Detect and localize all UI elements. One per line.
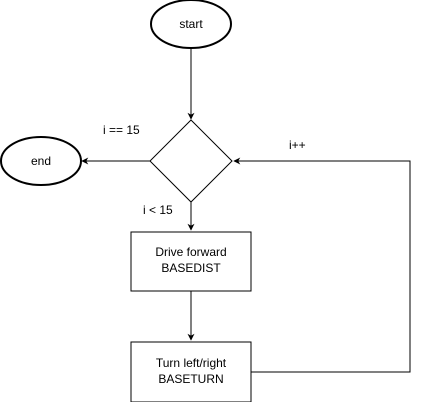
decision-node[interactable]	[149, 119, 233, 203]
increment-label: i++	[289, 138, 306, 152]
edge-turn-loop-back	[233, 157, 411, 373]
turn-label-line2: BASETURN	[158, 372, 223, 386]
loop-condition-label: i < 15	[143, 203, 173, 217]
drive-forward-box[interactable]	[130, 231, 252, 292]
drive-forward-label-line2: BASEDIST	[161, 261, 221, 275]
drive-forward-label-line1: Drive forward	[155, 245, 226, 259]
exit-condition-label: i == 15	[103, 123, 140, 137]
start-label: start	[179, 17, 203, 31]
end-node[interactable]	[0, 136, 82, 186]
turn-box[interactable]	[130, 341, 252, 402]
turn-label-line1: Turn left/right	[156, 356, 227, 370]
start-node[interactable]	[150, 0, 232, 49]
end-label: end	[31, 154, 51, 168]
